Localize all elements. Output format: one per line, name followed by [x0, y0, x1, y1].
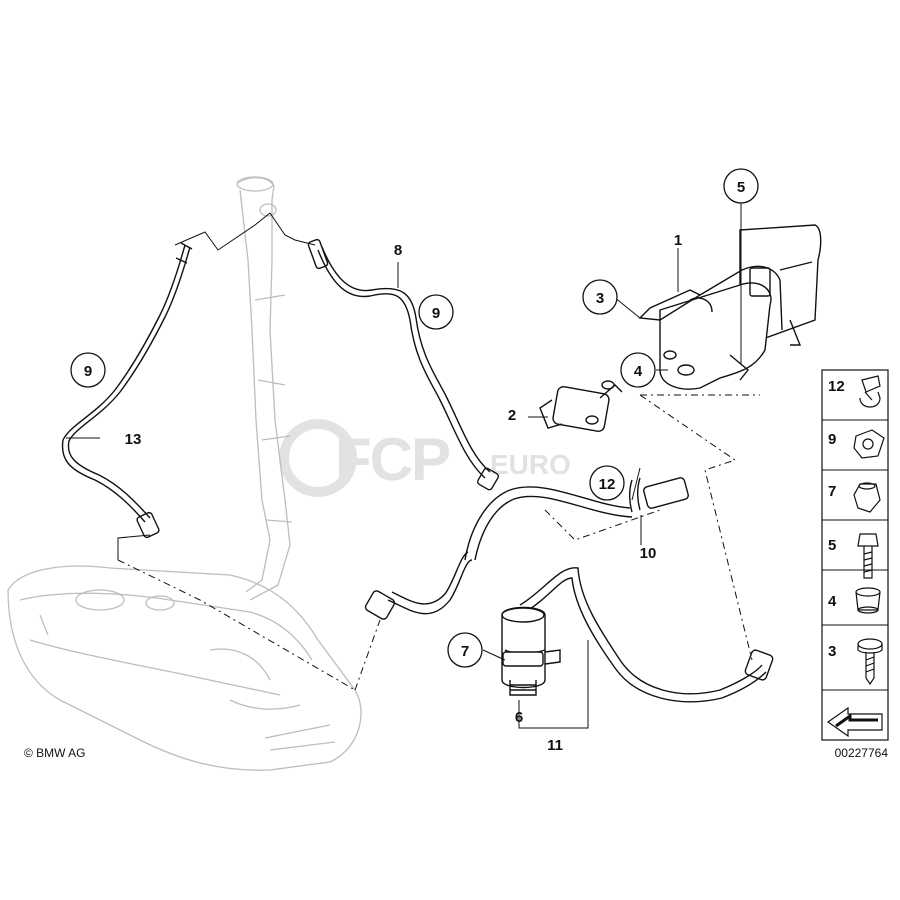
callouts: 1 2 3 4 5 6 7 8 9 9 10 11 12 13 — [70, 168, 759, 754]
arrow-icon — [826, 706, 883, 738]
callout-12-circle — [589, 465, 625, 501]
legend-label-12: 12 — [828, 378, 845, 395]
callout-13: 13 — [125, 431, 142, 448]
hose-10 — [464, 477, 689, 561]
clip-nut-icon — [853, 429, 885, 459]
watermark-brand: FCP — [335, 426, 449, 493]
hex-bolt-icon — [857, 533, 879, 579]
callout-3: 3 — [596, 290, 604, 307]
callout-1: 1 — [674, 232, 682, 249]
valve-2 — [539, 380, 623, 432]
legend-label-4: 4 — [828, 593, 837, 610]
callout-5: 5 — [737, 179, 745, 196]
callout-9b: 9 — [432, 305, 440, 322]
legend-label-5: 5 — [828, 537, 836, 554]
hose-8 — [307, 238, 500, 491]
callout-11: 11 — [547, 737, 563, 754]
watermark-suffix: EURO — [490, 449, 571, 480]
leader-lines — [66, 200, 760, 729]
callout-3-circle — [582, 279, 618, 315]
callout-2: 2 — [508, 407, 516, 424]
filler-neck-ghost — [236, 176, 293, 601]
hex-nut-icon — [853, 482, 881, 513]
pump-6 — [501, 606, 561, 696]
callout-12: 12 — [599, 476, 616, 493]
callout-9a-circle — [70, 352, 106, 388]
callout-7: 7 — [461, 643, 469, 660]
hose-clip-icon — [859, 375, 881, 408]
callout-5-circle — [723, 168, 759, 204]
hose-11 — [364, 551, 774, 703]
canister-1 — [638, 224, 822, 390]
rubber-grommet-icon — [855, 587, 881, 614]
copyright-text: © BMW AG — [24, 746, 86, 760]
legend-label-3: 3 — [828, 643, 836, 660]
fuel-tank-ghost — [7, 565, 362, 771]
legend-label-7: 7 — [828, 483, 836, 500]
callout-6: 6 — [515, 709, 523, 726]
callout-9b-circle — [418, 294, 454, 330]
callout-7-circle — [447, 632, 483, 668]
callout-8: 8 — [394, 242, 402, 259]
hose-13 — [61, 242, 193, 539]
callout-4-circle — [620, 352, 656, 388]
watermark: FCP EURO — [279, 419, 571, 497]
callout-4: 4 — [634, 363, 643, 380]
callout-9a: 9 — [84, 363, 92, 380]
parts-legend-panel: 12 9 7 5 4 3 — [821, 369, 889, 741]
callout-10: 10 — [640, 545, 657, 562]
legend-label-9: 9 — [828, 431, 836, 448]
screw-icon — [857, 638, 883, 686]
diagram-number: 00227764 — [835, 746, 889, 760]
